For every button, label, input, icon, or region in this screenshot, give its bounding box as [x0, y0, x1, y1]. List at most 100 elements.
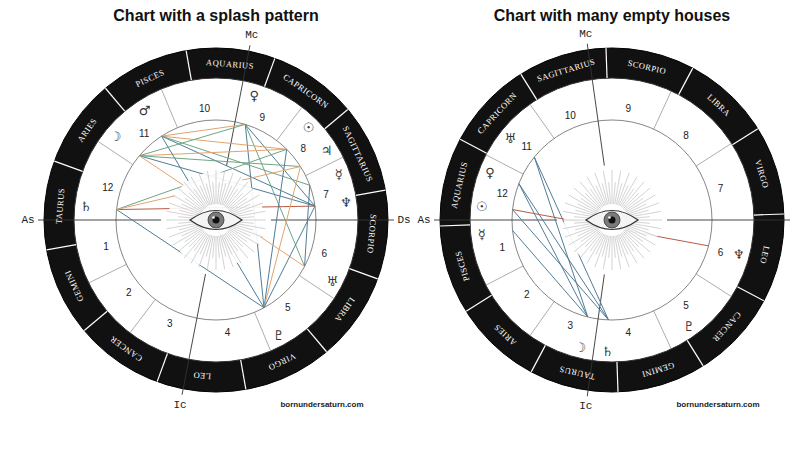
- eye-ray: [625, 198, 643, 211]
- planet-glyph: ♄: [602, 343, 614, 358]
- planet-glyph: ♆: [340, 194, 352, 209]
- aspect-line: [139, 124, 245, 155]
- eye-outline: [586, 211, 638, 230]
- sign-divider: [440, 225, 470, 226]
- eye-pupil: [213, 217, 220, 224]
- eye-ray: [217, 236, 219, 258]
- eye-ray: [220, 235, 226, 256]
- eye-ray: [219, 236, 225, 269]
- planet-glyph: ♆: [733, 246, 745, 261]
- sign-divider: [687, 340, 703, 365]
- house-cusp: [530, 104, 554, 138]
- eye-ray: [620, 177, 637, 206]
- eye-ray: [185, 229, 203, 242]
- eye-ray: [580, 232, 602, 258]
- axis-line: [667, 220, 790, 221]
- house-cusp: [277, 107, 302, 140]
- planet-glyph: ♂: [139, 103, 151, 118]
- sign-divider: [737, 287, 763, 301]
- eye-ray: [612, 236, 613, 270]
- sign-divider: [84, 311, 107, 330]
- eye-ray: [612, 170, 613, 204]
- aspect-line: [139, 156, 300, 167]
- eye-ray: [609, 182, 611, 204]
- house-number: 8: [683, 129, 689, 140]
- eye-ray: [213, 182, 215, 204]
- eye-ray: [216, 170, 217, 204]
- angle-label: Ic: [579, 400, 592, 412]
- house-cusp: [130, 300, 155, 333]
- planet-glyph: ♅: [504, 130, 516, 145]
- eye-ray: [228, 230, 254, 252]
- house-cusp: [486, 266, 523, 285]
- eye-ray: [621, 233, 634, 251]
- sign-divider: [754, 214, 784, 215]
- aspect-line: [264, 167, 301, 308]
- house-number: 4: [626, 326, 632, 337]
- eye-ray: [615, 236, 621, 269]
- house-number: 6: [321, 247, 327, 258]
- eye-ray: [624, 230, 650, 252]
- planet-glyph: ♀: [250, 87, 260, 102]
- sign-divider: [54, 161, 82, 171]
- planet-glyph: ♄: [80, 199, 92, 214]
- house-cusp: [161, 89, 177, 128]
- eye-ray: [574, 188, 600, 210]
- house-cusp: [255, 312, 271, 351]
- house-number: 4: [225, 327, 231, 338]
- eye-ray: [590, 189, 603, 207]
- eye-ray: [225, 233, 238, 251]
- eye-ray: [178, 230, 204, 252]
- eye-glint: [212, 216, 215, 219]
- eye-ray: [184, 232, 206, 258]
- house-cusp: [89, 264, 127, 283]
- planet-glyph: ☿: [478, 226, 486, 241]
- eye-ray: [602, 183, 608, 204]
- house-number: 10: [199, 102, 210, 113]
- house-cusp: [696, 274, 731, 297]
- eye-ray: [226, 182, 248, 208]
- house-number: 11: [522, 140, 532, 151]
- eye-iris: [604, 212, 620, 228]
- house-number: 2: [126, 286, 132, 297]
- sign-divider: [307, 329, 326, 352]
- eye-ray: [213, 236, 215, 258]
- eye-ray: [194, 189, 207, 207]
- house-cusp: [654, 311, 672, 349]
- house-number: 11: [139, 127, 149, 138]
- eye-ray: [184, 182, 206, 208]
- sign-divider: [466, 295, 491, 311]
- angle-label: As: [21, 214, 34, 226]
- house-number: 9: [259, 111, 265, 122]
- planet-glyph: ♃: [321, 142, 333, 157]
- planet-glyph: ☉: [476, 199, 488, 214]
- house-number: 1: [499, 241, 505, 252]
- house-number: 3: [167, 318, 173, 329]
- eye-iris: [208, 212, 224, 228]
- planet-glyph: ☿: [335, 167, 343, 182]
- eye-ray: [613, 182, 615, 204]
- eye-ray: [622, 232, 644, 258]
- house-number: 2: [524, 289, 530, 300]
- sign-divider: [617, 362, 618, 392]
- eye-ray: [622, 182, 644, 208]
- planet-glyph: ♅: [326, 273, 338, 288]
- angle-label: Ds: [397, 214, 410, 226]
- planet-glyph: ☽: [110, 128, 122, 143]
- sign-name: LEO: [193, 371, 212, 383]
- house-number: 12: [102, 182, 113, 193]
- eye-ray: [207, 171, 213, 204]
- angle-label: As: [417, 214, 430, 226]
- planet-glyph: ♀: [485, 165, 495, 180]
- eye-ray: [603, 171, 609, 204]
- house-number: 7: [323, 189, 329, 200]
- sign-divider: [157, 353, 167, 381]
- house-number: 3: [567, 320, 573, 331]
- sign-divider: [349, 269, 377, 279]
- sign-divider: [460, 139, 486, 153]
- house-cusp: [98, 141, 133, 164]
- eye-ray: [613, 236, 615, 258]
- house-number: 8: [300, 143, 306, 154]
- eye-ray: [569, 195, 598, 212]
